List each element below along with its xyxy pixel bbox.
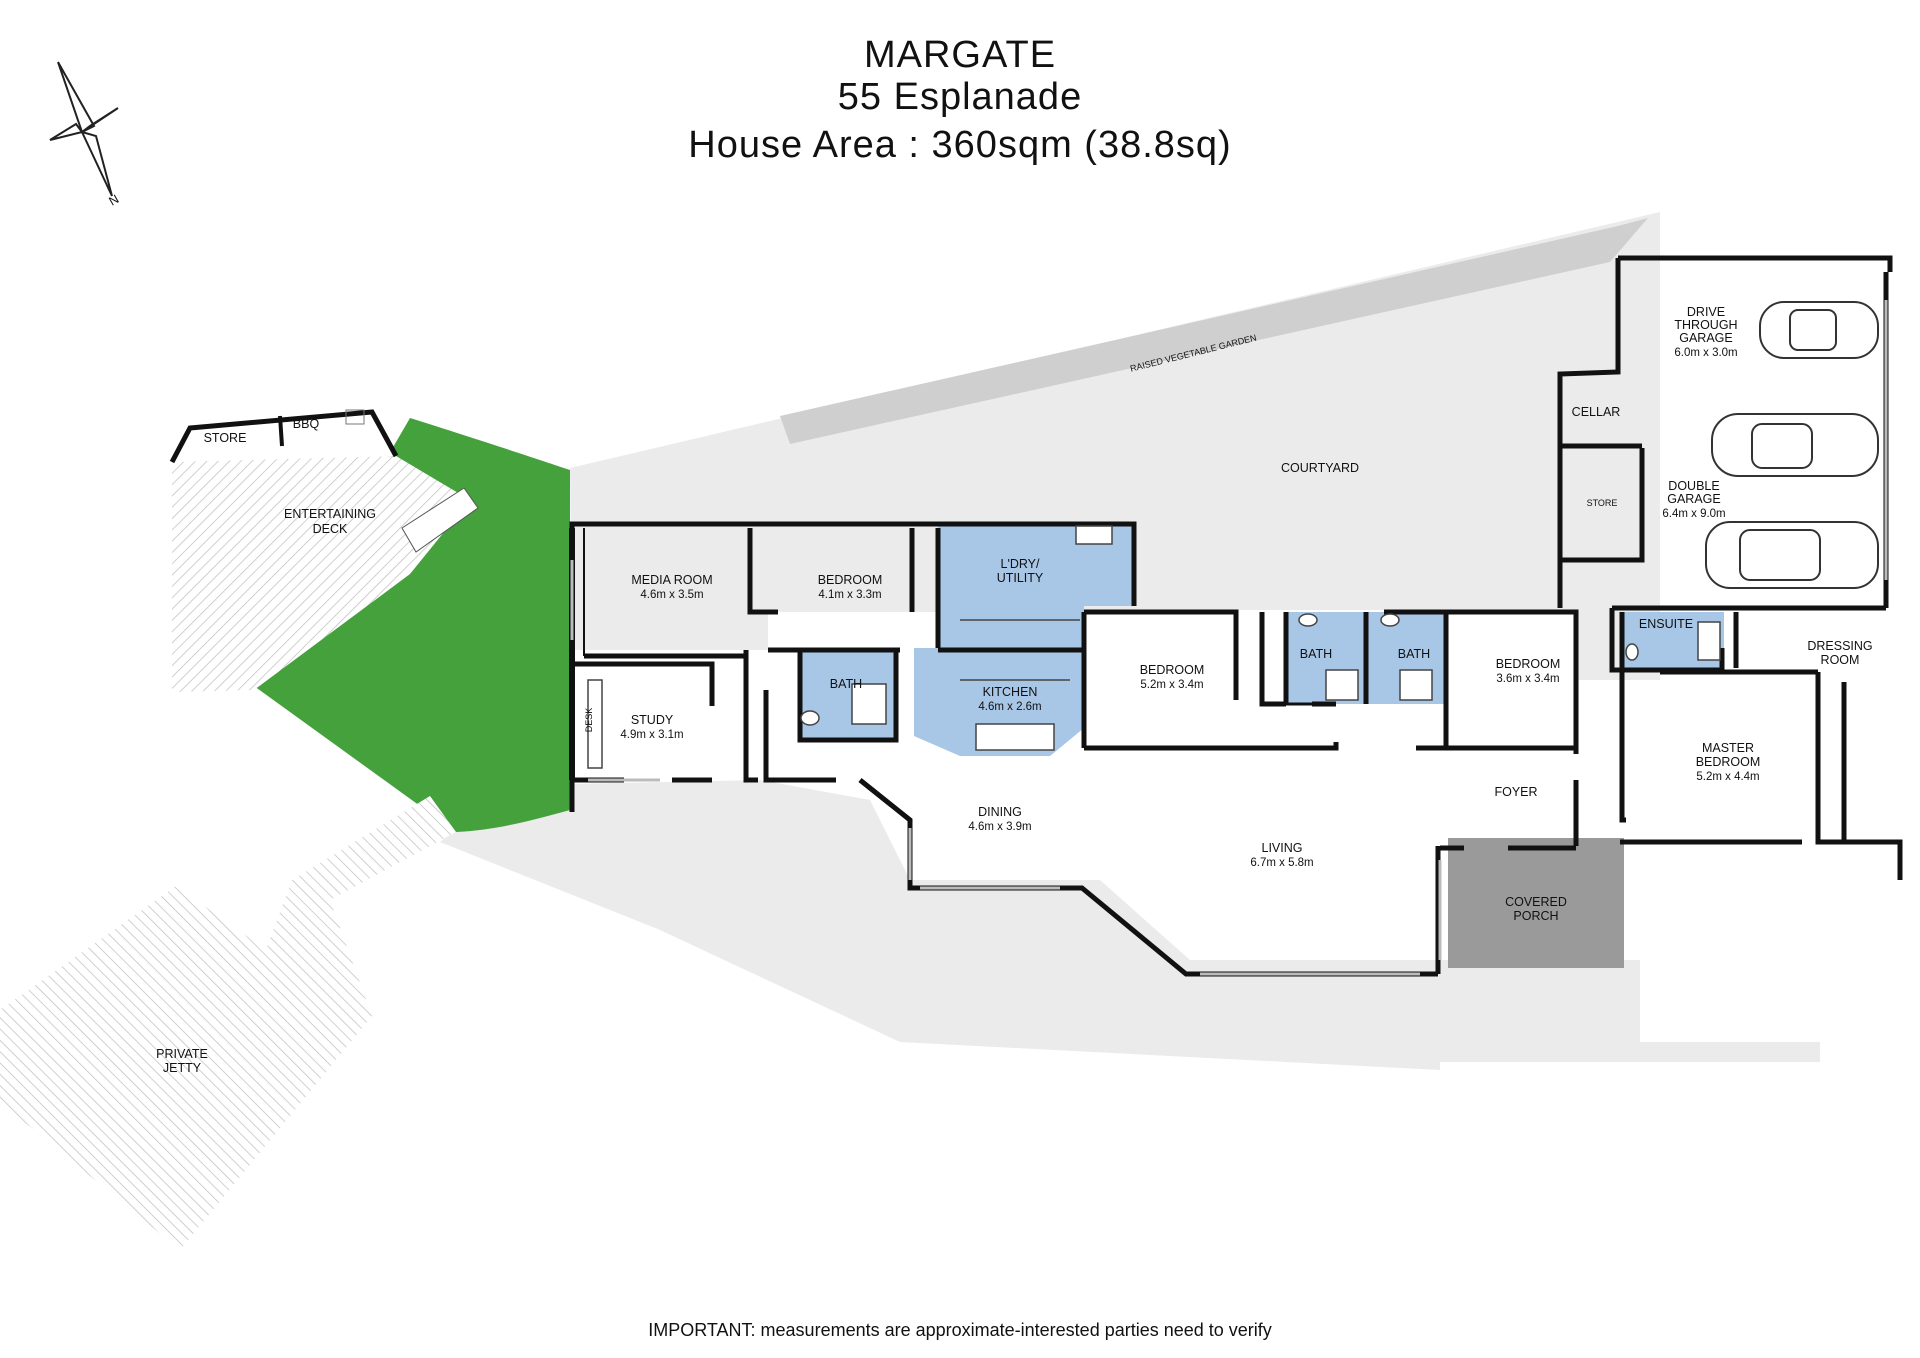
bedroom-3-dims: 5.2m x 3.4m bbox=[1140, 679, 1203, 691]
laundry-label-2: UTILITY bbox=[997, 571, 1044, 585]
plan-suburb-title: MARGATE bbox=[863, 34, 1057, 76]
drive-garage-label-2: THROUGH bbox=[1674, 318, 1737, 332]
fixtures bbox=[587, 525, 1721, 769]
double-garage-dims: 6.4m x 9.0m bbox=[1662, 508, 1725, 520]
study-dims: 4.9m x 3.1m bbox=[620, 729, 683, 741]
courtyard-label: COURTYARD bbox=[1281, 461, 1359, 475]
entertaining-deck-label-2: DECK bbox=[313, 522, 348, 536]
media-room-label: MEDIA ROOM bbox=[631, 573, 712, 587]
dressing-room-label-2: ROOM bbox=[1821, 653, 1860, 667]
covered-porch bbox=[1448, 838, 1624, 968]
raised-vegetable-garden bbox=[780, 218, 1648, 444]
ensuite-label: ENSUITE bbox=[1639, 617, 1693, 631]
drive-garage-label-3: GARAGE bbox=[1679, 331, 1733, 345]
bath-2-label: BATH bbox=[1300, 647, 1332, 661]
study-label: STUDY bbox=[631, 713, 674, 727]
bath-1-label: BATH bbox=[830, 677, 862, 691]
covered-porch-label-2: PORCH bbox=[1513, 909, 1558, 923]
dining-label: DINING bbox=[978, 805, 1022, 819]
dressing-room-label-1: DRESSING bbox=[1807, 639, 1872, 653]
entertaining-deck-label-1: ENTERTAINING bbox=[284, 507, 376, 521]
laundry-label-1: L'DRY/ bbox=[1001, 557, 1041, 571]
living-dims: 6.7m x 5.8m bbox=[1250, 857, 1313, 869]
room-labels: COURTYARD MEDIA ROOM 4.6m x 3.5m BEDROOM… bbox=[584, 305, 1873, 923]
bedroom-2-dims: 4.1m x 3.3m bbox=[818, 589, 881, 601]
bedroom-4-dims: 3.6m x 3.4m bbox=[1496, 673, 1559, 685]
covered-porch-label-1: COVERED bbox=[1505, 895, 1567, 909]
foyer-label: FOYER bbox=[1494, 785, 1537, 799]
private-jetty-label-1: PRIVATE bbox=[156, 1047, 208, 1061]
bedroom-4-label: BEDROOM bbox=[1496, 657, 1561, 671]
store-bbq-block bbox=[169, 409, 399, 464]
double-garage-label-1: DOUBLE bbox=[1668, 479, 1719, 493]
entertaining-deck bbox=[172, 456, 470, 692]
private-jetty-label-2: JETTY bbox=[163, 1061, 202, 1075]
master-bedroom-label-2: BEDROOM bbox=[1696, 755, 1761, 769]
bath-3-label: BATH bbox=[1398, 647, 1430, 661]
private-jetty bbox=[0, 796, 456, 1250]
double-garage-label-2: GARAGE bbox=[1667, 492, 1721, 506]
media-room-dims: 4.6m x 3.5m bbox=[640, 589, 703, 601]
kitchen-dims: 4.6m x 2.6m bbox=[978, 701, 1041, 713]
desk-label: DESK bbox=[584, 708, 594, 733]
drive-garage-dims: 6.0m x 3.0m bbox=[1674, 347, 1737, 359]
master-bedroom-label-1: MASTER bbox=[1702, 741, 1754, 755]
windows bbox=[570, 300, 1888, 976]
garage-store-label: STORE bbox=[1587, 498, 1618, 508]
north-label: N bbox=[107, 192, 122, 209]
lawn-area bbox=[254, 418, 570, 832]
bedroom-2-label: BEDROOM bbox=[818, 573, 883, 587]
kitchen-label: KITCHEN bbox=[983, 685, 1038, 699]
car-icon bbox=[1705, 301, 1879, 589]
north-arrow-icon: N bbox=[49, 61, 122, 209]
walls bbox=[569, 255, 1903, 977]
master-bedroom-dims: 5.2m x 4.4m bbox=[1696, 771, 1759, 783]
bbq-label: BBQ bbox=[293, 417, 320, 431]
cellar-label: CELLAR bbox=[1572, 405, 1621, 419]
living-label: LIVING bbox=[1262, 841, 1303, 855]
deck-store-label: STORE bbox=[204, 431, 247, 445]
disclaimer-note: IMPORTANT: measurements are approximate-… bbox=[648, 1320, 1272, 1340]
bedroom-3-label: BEDROOM bbox=[1140, 663, 1205, 677]
house-area: House Area : 360sqm (38.8sq) bbox=[688, 124, 1232, 166]
plan-address: 55 Esplanade bbox=[837, 76, 1083, 118]
courtyard-area bbox=[570, 212, 1660, 680]
drive-garage-label-1: DRIVE bbox=[1687, 305, 1725, 319]
dining-dims: 4.6m x 3.9m bbox=[968, 821, 1031, 833]
